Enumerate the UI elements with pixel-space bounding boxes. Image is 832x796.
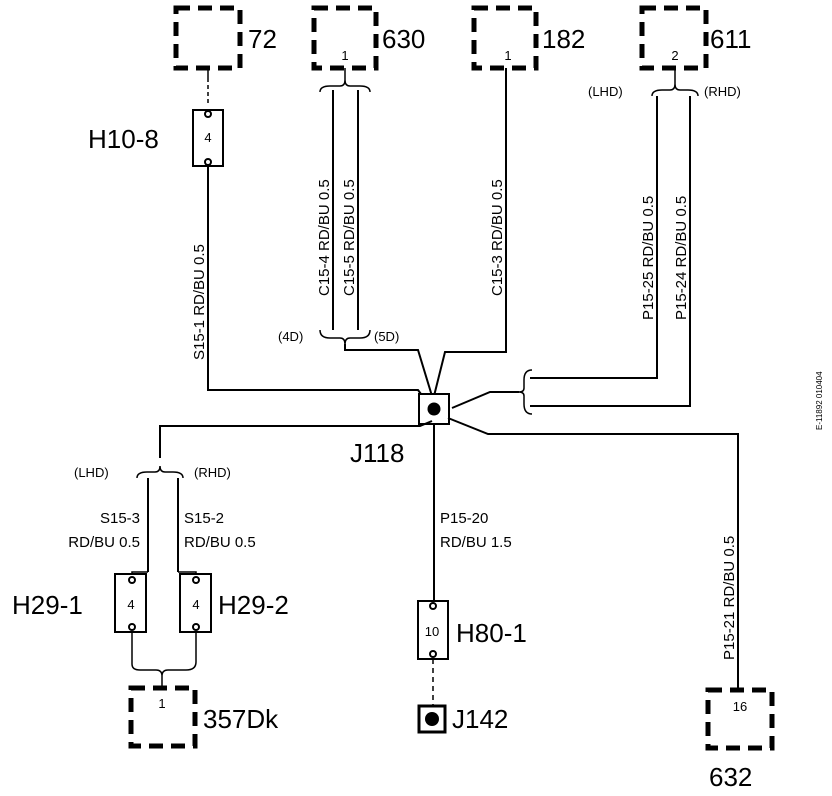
connector-h80-1[interactable]: 10: [417, 600, 449, 660]
component-630-pin: 1: [341, 48, 348, 63]
splice-j118[interactable]: [418, 393, 450, 425]
brace-630: [319, 68, 371, 93]
connector-h10-8[interactable]: 4: [192, 109, 224, 167]
wire-c15-3-label: C15-3 RD/BU 0.5: [489, 179, 506, 296]
brace-h29: [136, 465, 184, 479]
wire-s15-3-s15-2: [147, 478, 179, 572]
splice-j118-label: J118: [350, 438, 404, 468]
wire-s15-3-spec: RD/BU 0.5: [68, 534, 140, 551]
wire-p15-25-label: P15-25 RD/BU 0.5: [640, 196, 657, 320]
wire-c15-5-label: C15-5 RD/BU 0.5: [341, 179, 358, 296]
component-632[interactable]: 16: [705, 687, 775, 751]
branch-label-4d: (4D): [278, 329, 303, 344]
connector-h29-2-pin: 4: [192, 597, 199, 612]
branch-label-rhd-bottom: (RHD): [194, 465, 231, 480]
component-630[interactable]: 1 630: [311, 5, 425, 71]
wire-j118-to-h29: [159, 420, 433, 458]
wire-630-to-j118: [344, 344, 433, 397]
reference-code: E-11892 010404: [815, 371, 824, 430]
component-182-pin: 1: [504, 48, 511, 63]
brace-357: [131, 632, 197, 677]
component-632-pin: 16: [733, 699, 747, 714]
component-182[interactable]: 1 182: [471, 5, 585, 71]
connector-h29-1[interactable]: 4: [114, 573, 147, 633]
wire-s15-2-spec: RD/BU 0.5: [184, 534, 256, 551]
component-611-label: 611: [710, 24, 751, 54]
connector-h80-1-label: H80-1: [456, 618, 527, 648]
wire-p15-25: [530, 96, 658, 379]
connector-h29-1-pin: 4: [127, 597, 134, 612]
wire-s15-2-id: S15-2: [184, 510, 224, 527]
connector-h10-8-pin: 4: [204, 130, 211, 145]
wire-p15-21-label: P15-21 RD/BU 0.5: [721, 536, 738, 660]
wire-c15-3: [433, 68, 507, 397]
wire-p15-20-id: P15-20: [440, 510, 488, 527]
wire-s15-3-id: S15-3: [100, 510, 140, 527]
splice-j142-label: J142: [452, 704, 508, 734]
component-182-label: 182: [542, 24, 585, 54]
wire-s15-1-label: S15-1 RD/BU 0.5: [191, 244, 208, 360]
component-72[interactable]: 72: [173, 5, 277, 71]
wire-c15-4-c15-5: [332, 90, 359, 330]
connector-h10-8-label: H10-8: [88, 124, 159, 154]
wire-p15-24-label: P15-24 RD/BU 0.5: [673, 196, 690, 320]
splice-j142[interactable]: [417, 704, 447, 734]
wire-p15-21: [447, 417, 739, 690]
connector-h29-1-label: H29-1: [12, 590, 83, 620]
component-611-pin: 2: [671, 48, 678, 63]
component-611[interactable]: 2 611: [639, 5, 751, 71]
component-357dk-label: 357Dk: [203, 704, 279, 734]
wire-brace-to-j118: [451, 391, 519, 409]
component-630-label: 630: [382, 24, 425, 54]
brace-right: [518, 369, 533, 415]
branch-label-lhd-bottom: (LHD): [74, 465, 109, 480]
branch-label-lhd-top: (LHD): [588, 84, 623, 99]
connector-h29-2[interactable]: 4: [179, 573, 212, 633]
wire-c15-4-label: C15-4 RD/BU 0.5: [316, 179, 333, 296]
brace-611: [651, 68, 699, 97]
component-72-label: 72: [248, 24, 277, 54]
connector-h80-1-pin: 10: [425, 624, 439, 639]
connector-h29-2-label: H29-2: [218, 590, 289, 620]
branch-label-5d: (5D): [374, 329, 399, 344]
brace-4d-5d: [319, 329, 371, 345]
branch-label-rhd-top: (RHD): [704, 84, 741, 99]
component-357dk-pin: 1: [158, 696, 165, 711]
component-357dk[interactable]: 1: [128, 685, 198, 749]
component-632-label: 632: [709, 762, 752, 792]
wire-p15-20-spec: RD/BU 1.5: [440, 534, 512, 551]
wire-p15-24: [530, 96, 691, 407]
